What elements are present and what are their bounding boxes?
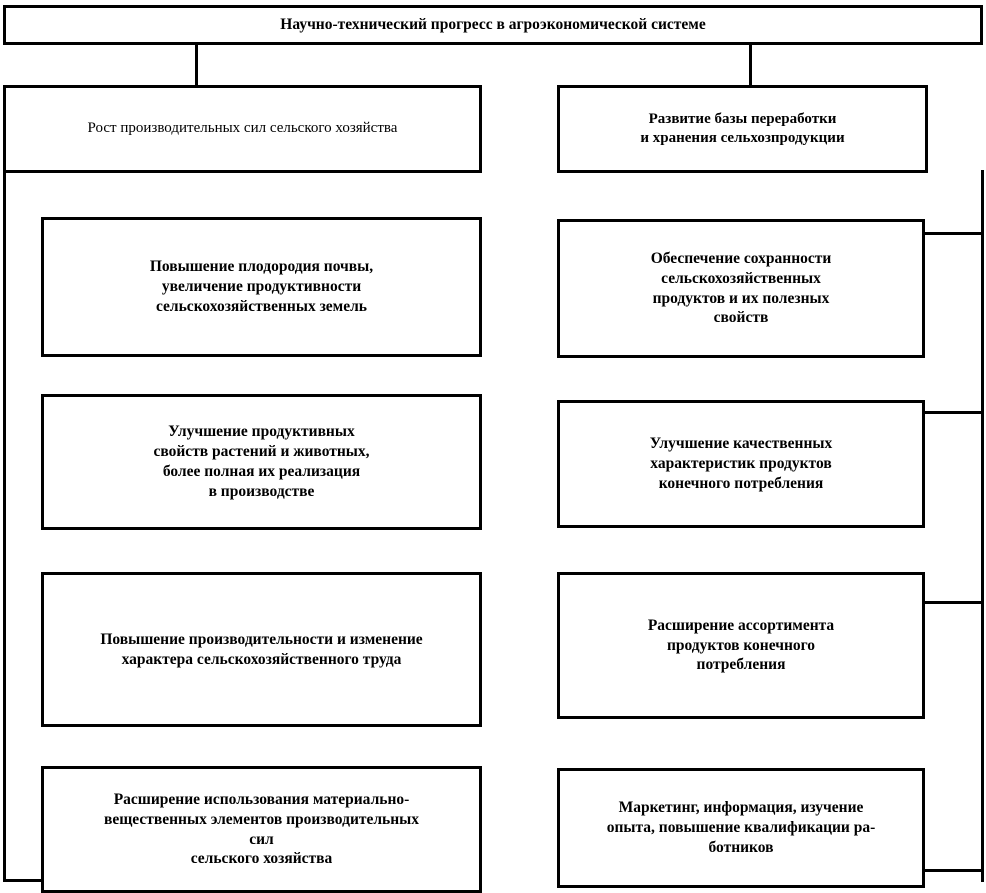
leaf-node-right-2-label: Улучшение качественных характеристик про… xyxy=(649,435,833,492)
leaf-node-left-4[interactable]: Расширение использования материально- ве… xyxy=(41,766,482,893)
connector-right-trunk-stub-1 xyxy=(923,232,983,235)
connector-root-to-right-branch xyxy=(749,45,752,88)
root-node-label: Научно-технический прогресс в агроэконом… xyxy=(280,16,706,34)
root-node[interactable]: Научно-технический прогресс в агроэконом… xyxy=(3,5,983,45)
connector-right-trunk xyxy=(981,170,984,882)
leaf-node-right-3-label: Расширение ассортимента продуктов конечн… xyxy=(647,616,835,674)
leaf-node-right-4-label: Маркетинг, информация, изучение опыта, п… xyxy=(606,799,876,856)
leaf-node-right-1-label: Обеспечение сохранности сельскохозяйстве… xyxy=(650,249,832,327)
connector-root-to-left-branch xyxy=(195,45,198,88)
branch-node-right[interactable]: Развитие базы переработки и хранения сел… xyxy=(557,85,928,173)
leaf-node-right-4[interactable]: Маркетинг, информация, изучение опыта, п… xyxy=(557,768,925,888)
connector-right-trunk-stub-2 xyxy=(923,411,983,414)
leaf-node-right-1[interactable]: Обеспечение сохранности сельскохозяйстве… xyxy=(557,219,925,358)
branch-node-left[interactable]: Рост производительных сил сельского хозя… xyxy=(3,85,482,173)
leaf-node-right-3[interactable]: Расширение ассортимента продуктов конечн… xyxy=(557,572,925,719)
branch-node-right-label: Развитие базы переработки и хранения сел… xyxy=(640,110,845,146)
leaf-node-left-2-label: Улучшение продуктивных свойств растений … xyxy=(153,423,370,500)
connector-right-trunk-stub-3 xyxy=(923,601,983,604)
leaf-node-left-3-label: Повышение производительности и изменение… xyxy=(100,630,423,668)
connector-right-trunk-stub-4 xyxy=(923,869,983,872)
leaf-node-left-1-label: Повышение плодородия почвы, увеличение п… xyxy=(149,258,374,315)
leaf-node-left-4-label: Расширение использования материально- ве… xyxy=(103,790,420,868)
connector-left-trunk-stub-4 xyxy=(3,879,45,882)
leaf-node-left-2[interactable]: Улучшение продуктивных свойств растений … xyxy=(41,394,482,530)
leaf-node-left-3[interactable]: Повышение производительности и изменение… xyxy=(41,572,482,727)
leaf-node-left-1[interactable]: Повышение плодородия почвы, увеличение п… xyxy=(41,217,482,357)
leaf-node-right-2[interactable]: Улучшение качественных характеристик про… xyxy=(557,400,925,528)
connector-left-trunk xyxy=(3,170,6,882)
branch-node-left-label: Рост производительных сил сельского хозя… xyxy=(87,120,398,137)
